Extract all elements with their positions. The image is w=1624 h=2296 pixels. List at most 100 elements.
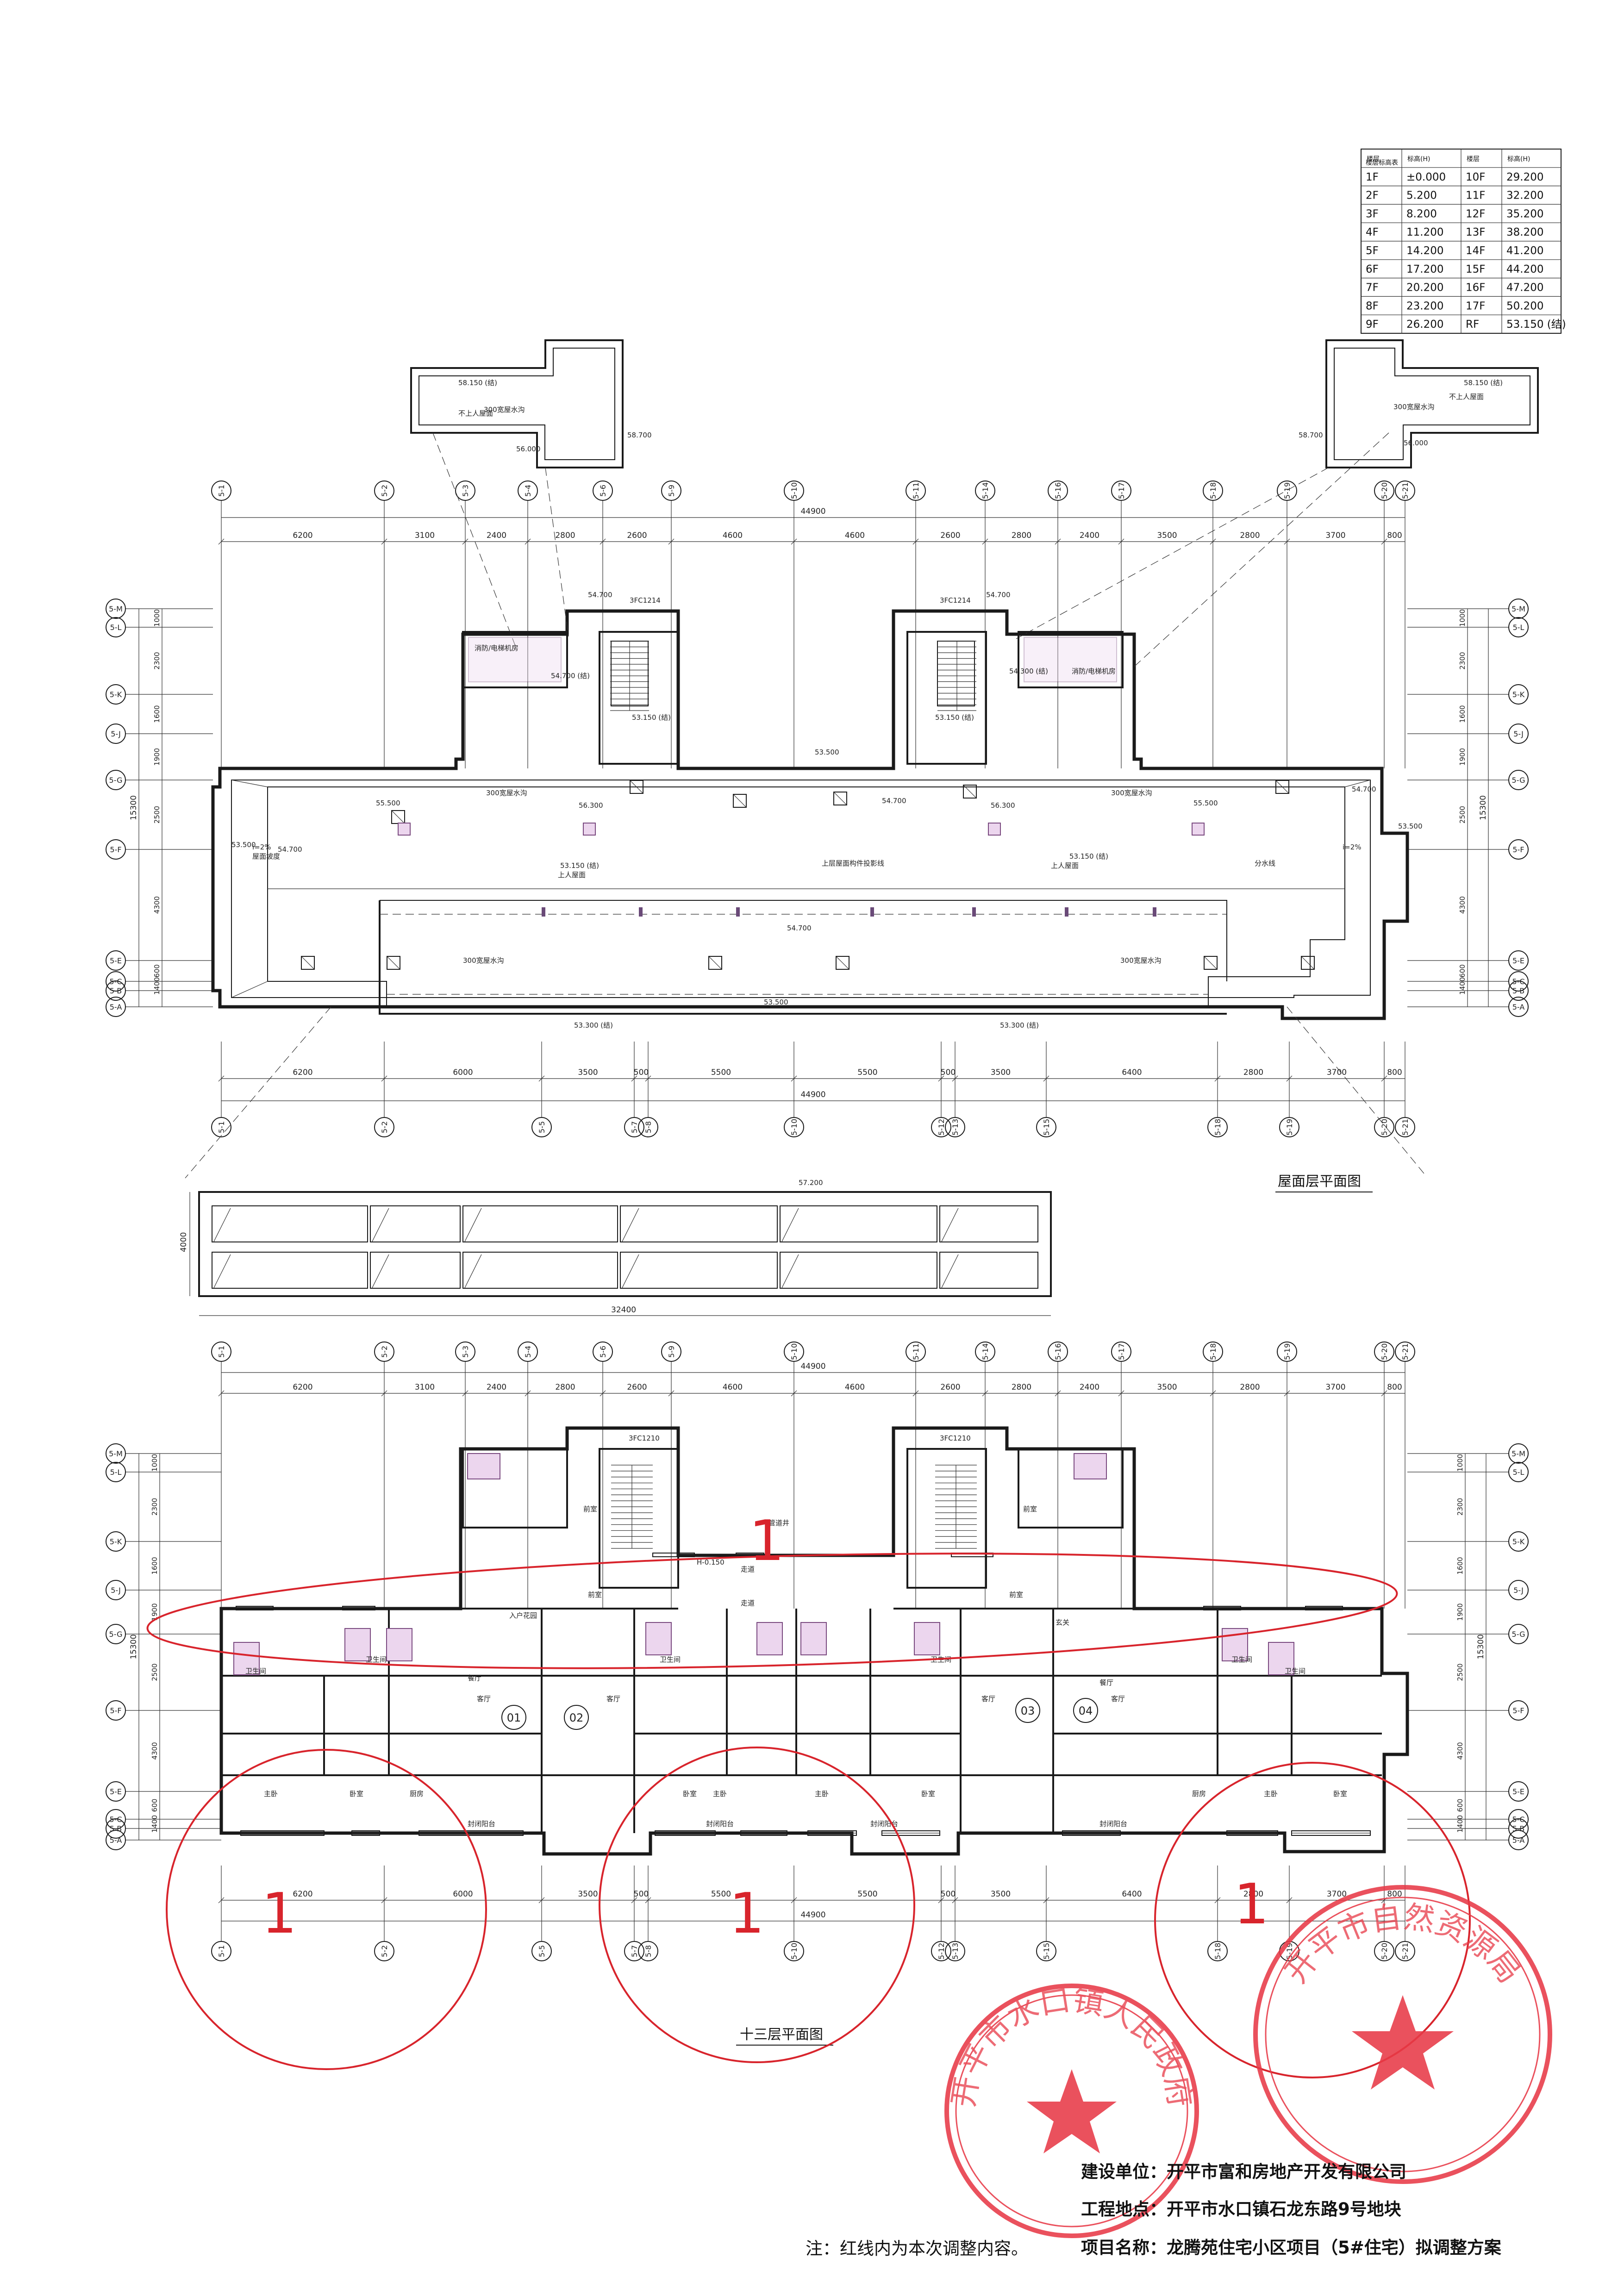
level-table-cell: ±0.000: [1406, 171, 1446, 183]
dimension: 500: [634, 1890, 649, 1899]
axis-label: 5-E: [1512, 1787, 1524, 1796]
downpipe-icon: [1153, 907, 1156, 917]
axis-label: 5-G: [109, 1630, 123, 1639]
level-table-cell: 20.200: [1406, 282, 1443, 294]
svg-text:管道井: 管道井: [768, 1519, 789, 1527]
svg-text:走道: 走道: [741, 1565, 755, 1573]
svg-text:53.500: 53.500: [815, 748, 839, 756]
dimension: 1900: [1456, 1603, 1464, 1621]
level-table-caption: 楼层标高表: [1366, 159, 1398, 167]
room-label: 卫生间: [660, 1655, 681, 1664]
dimension: 500: [941, 1068, 956, 1077]
axis-label: 5-13: [951, 1943, 960, 1959]
dimension: 1900: [153, 748, 161, 766]
axis-bubble: [531, 1941, 552, 1961]
axis-bubble: [1111, 1341, 1131, 1362]
room-label: 玄关: [1056, 1618, 1069, 1627]
dimension-total: 44900: [800, 507, 825, 516]
level-table-cell: 53.150 (结): [1506, 318, 1566, 331]
vent-icon: [1192, 823, 1205, 836]
axis-bubble: [593, 480, 613, 501]
axis-bubble: [106, 839, 126, 860]
room-label: 卧室: [683, 1790, 697, 1798]
axis-label: 5-2: [380, 1121, 389, 1133]
roof-core-right: 消防/电梯机房 54.300 (结) 53.150 (结) 3FC1214 54…: [906, 591, 1124, 765]
axis-label: 5-L: [110, 1468, 122, 1477]
level-table-cell: 8.200: [1406, 208, 1437, 220]
level-table-header: 楼层: [1367, 156, 1380, 163]
roof-drain-icon: [1204, 956, 1218, 970]
axis-bubble: [1048, 1341, 1068, 1362]
axis-label: 5-M: [109, 1449, 123, 1458]
room-label: 主卧: [1264, 1790, 1278, 1798]
level-table-cell: 6F: [1366, 263, 1379, 275]
svg-text:56.300: 56.300: [579, 801, 603, 810]
roof-drain-icon: [1301, 956, 1315, 970]
dimension: 3700: [1325, 531, 1345, 540]
dimension: 2400: [487, 1383, 506, 1392]
svg-text:前室: 前室: [583, 1505, 597, 1513]
markup-number: 1: [262, 1882, 297, 1946]
vent-icon: [398, 823, 411, 836]
axis-bubble: [661, 1341, 681, 1362]
level-table-cell: 17F: [1466, 300, 1486, 312]
level-table-cell: 5F: [1366, 245, 1379, 257]
roof-elev: 54.700: [986, 591, 1011, 599]
dimension: 6000: [453, 1068, 473, 1077]
dimension: 3100: [415, 1383, 435, 1392]
level-table-cell: 41.200: [1506, 245, 1543, 257]
axis-bubble: [1395, 1117, 1415, 1137]
axis-bubble: [945, 1117, 965, 1137]
dimension: 1000: [1458, 609, 1467, 627]
axis-bubble: [1277, 480, 1297, 501]
axis-bubble: [624, 1117, 644, 1137]
dimension: 3700: [1327, 1890, 1347, 1899]
axis-bubble: [1203, 1341, 1223, 1362]
axis-bubble: [1374, 1341, 1394, 1362]
axis-label: 5-15: [1042, 1119, 1051, 1136]
dimension: 6400: [1122, 1068, 1142, 1077]
dimension: 1000: [153, 609, 161, 627]
axis-label: 5-2: [380, 485, 389, 497]
level-table-cell: 23.200: [1406, 300, 1443, 312]
roof-drain-icon: [836, 956, 849, 970]
svg-text:55.500: 55.500: [1193, 799, 1218, 807]
axis-label: 5-K: [1512, 690, 1525, 699]
axis-label: 5-J: [1513, 730, 1524, 738]
axis-bubble: [106, 599, 126, 619]
dimension: 6200: [293, 1068, 312, 1077]
axis-bubble: [1374, 480, 1394, 501]
svg-text:前室: 前室: [1023, 1505, 1037, 1513]
project-value: 龙腾苑住宅小区项目（5#住宅）拟调整方案: [1167, 2238, 1502, 2258]
axis-label: 5-6: [599, 485, 607, 497]
axis-bubble: [106, 1624, 126, 1644]
dimension: 600: [150, 1799, 159, 1812]
svg-text:屋面坡度: 屋面坡度: [252, 852, 280, 861]
unit-bubble: [1073, 1698, 1098, 1723]
dimension: 2600: [940, 1383, 960, 1392]
unit-number: 03: [1021, 1704, 1035, 1717]
dimension: 6200: [293, 1383, 312, 1392]
axis-label: 5-M: [1512, 605, 1525, 613]
developer-label: 建设单位：: [1081, 2162, 1167, 2182]
axis-bubble: [211, 1341, 231, 1362]
markup-number: 1: [1234, 1872, 1269, 1937]
axis-label: 5-F: [1512, 845, 1524, 854]
downpipe-icon: [972, 907, 976, 917]
room-label: 卫生间: [1285, 1667, 1305, 1675]
roof-core-left: 消防/电梯机房 54.700 (结) 53.150 (结) 3FC1214 54…: [462, 591, 679, 765]
level-table-cell: 44.200: [1506, 263, 1543, 275]
axis-bubble: [1508, 1580, 1529, 1600]
axis-bubble: [906, 1341, 926, 1362]
room-label: 走道: [741, 1599, 755, 1607]
level-table-cell: 32.200: [1506, 190, 1543, 202]
axis-bubble: [106, 980, 126, 1001]
dimension: 4600: [723, 1383, 743, 1392]
svg-text:53.300 (结): 53.300 (结): [1000, 1021, 1039, 1029]
svg-text:3FC1210: 3FC1210: [629, 1434, 660, 1442]
axis-bubble: [1508, 724, 1529, 744]
level-table-header: 标高(H): [1507, 155, 1530, 163]
room-label: 卫生间: [366, 1655, 387, 1664]
axis-label: 5-J: [111, 730, 121, 738]
roof-drain-icon: [733, 794, 747, 808]
